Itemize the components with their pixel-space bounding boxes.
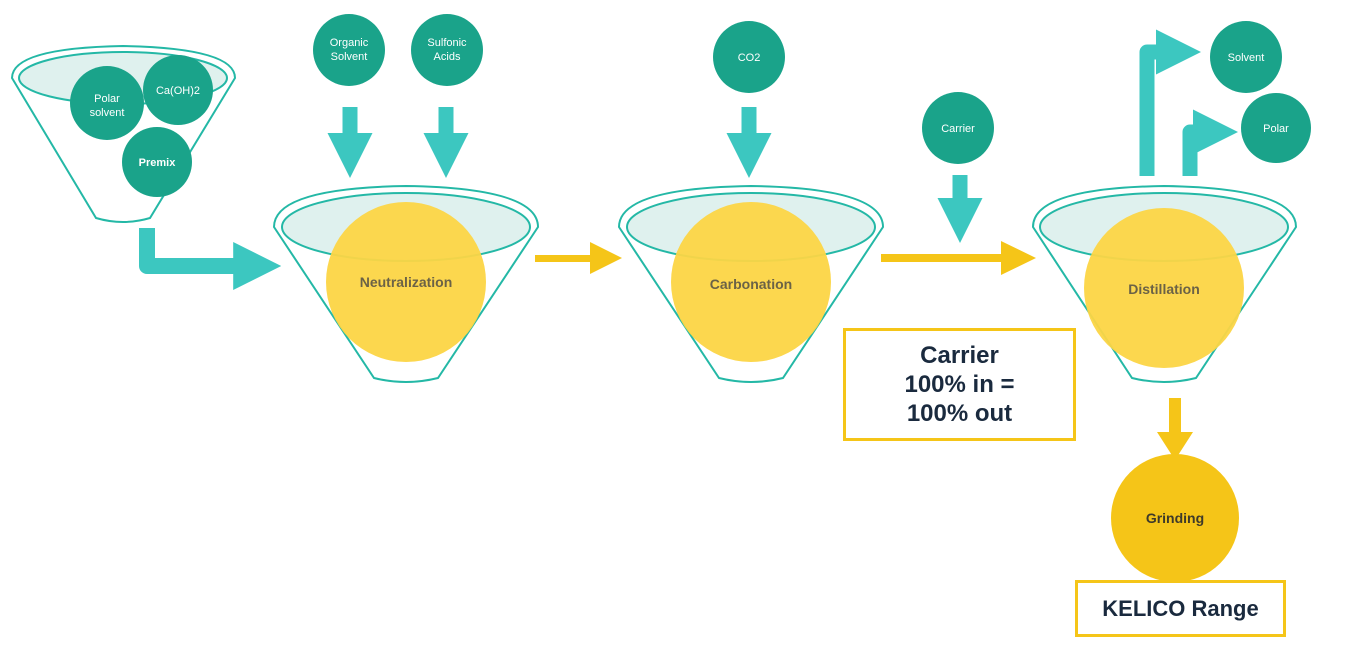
carbonation-to-distillation-arrow xyxy=(881,241,1036,275)
polar-output-node: Polar xyxy=(1241,93,1311,163)
co2-label: CO2 xyxy=(738,52,761,64)
organic-solvent-node: Organic Solvent xyxy=(313,14,385,86)
carbonation-label: Carbonation xyxy=(710,276,792,292)
distillation-label: Distillation xyxy=(1128,281,1200,297)
co2-node: CO2 xyxy=(713,21,785,93)
polar-solvent-node: Polar solvent xyxy=(70,66,144,140)
sulfonic-acids-label-line-2: Acids xyxy=(434,51,461,63)
organic-solvent-label-line-2: Solvent xyxy=(331,51,368,63)
product-label: KELICO Range xyxy=(1102,595,1259,621)
calcium-hydroxide-label: Ca(OH)2 xyxy=(156,85,200,97)
solvent-output-arrow xyxy=(1139,29,1201,176)
polar-output-label: Polar xyxy=(1263,123,1289,135)
organic-solvent-label-line-1: Organic xyxy=(330,37,369,49)
polar-solvent-label-line-2: solvent xyxy=(90,107,125,119)
neutralization-label: Neutralization xyxy=(360,274,453,290)
solvent-output-node: Solvent xyxy=(1210,21,1282,93)
solvent-output-label: Solvent xyxy=(1228,52,1265,64)
calcium-hydroxide-node: Ca(OH)2 xyxy=(143,55,213,125)
carrier-node: Carrier xyxy=(922,92,994,164)
polar-output-arrow xyxy=(1182,109,1238,176)
product-box: KELICO Range xyxy=(1075,580,1286,637)
carrier-note-line-2: 100% in = xyxy=(904,371,1015,398)
carbonation-funnel: Carbonation xyxy=(617,184,885,383)
carrier-note-line-1: Carrier xyxy=(920,342,999,369)
premix-label: Premix xyxy=(139,157,177,169)
carrier-note-box: Carrier 100% in = 100% out xyxy=(843,328,1076,441)
neutralization-funnel: Neutralization xyxy=(272,184,540,383)
carrier-label: Carrier xyxy=(941,123,975,135)
grinding-label: Grinding xyxy=(1146,510,1204,526)
premix-node: Premix xyxy=(122,127,192,197)
polar-solvent-label-line-1: Polar xyxy=(94,93,120,105)
distillation-to-grinding-arrow xyxy=(1157,398,1193,460)
grinding-node: Grinding xyxy=(1111,454,1239,582)
carrier-note-line-3: 100% out xyxy=(906,400,1013,427)
premix-to-neutralization-arrow xyxy=(139,228,282,290)
sulfonic-acids-label-line-1: Sulfonic xyxy=(427,37,467,49)
sulfonic-acids-node: Sulfonic Acids xyxy=(411,14,483,86)
distillation-funnel: Distillation xyxy=(1031,184,1298,383)
neutralization-to-carbonation-arrow xyxy=(535,242,622,274)
